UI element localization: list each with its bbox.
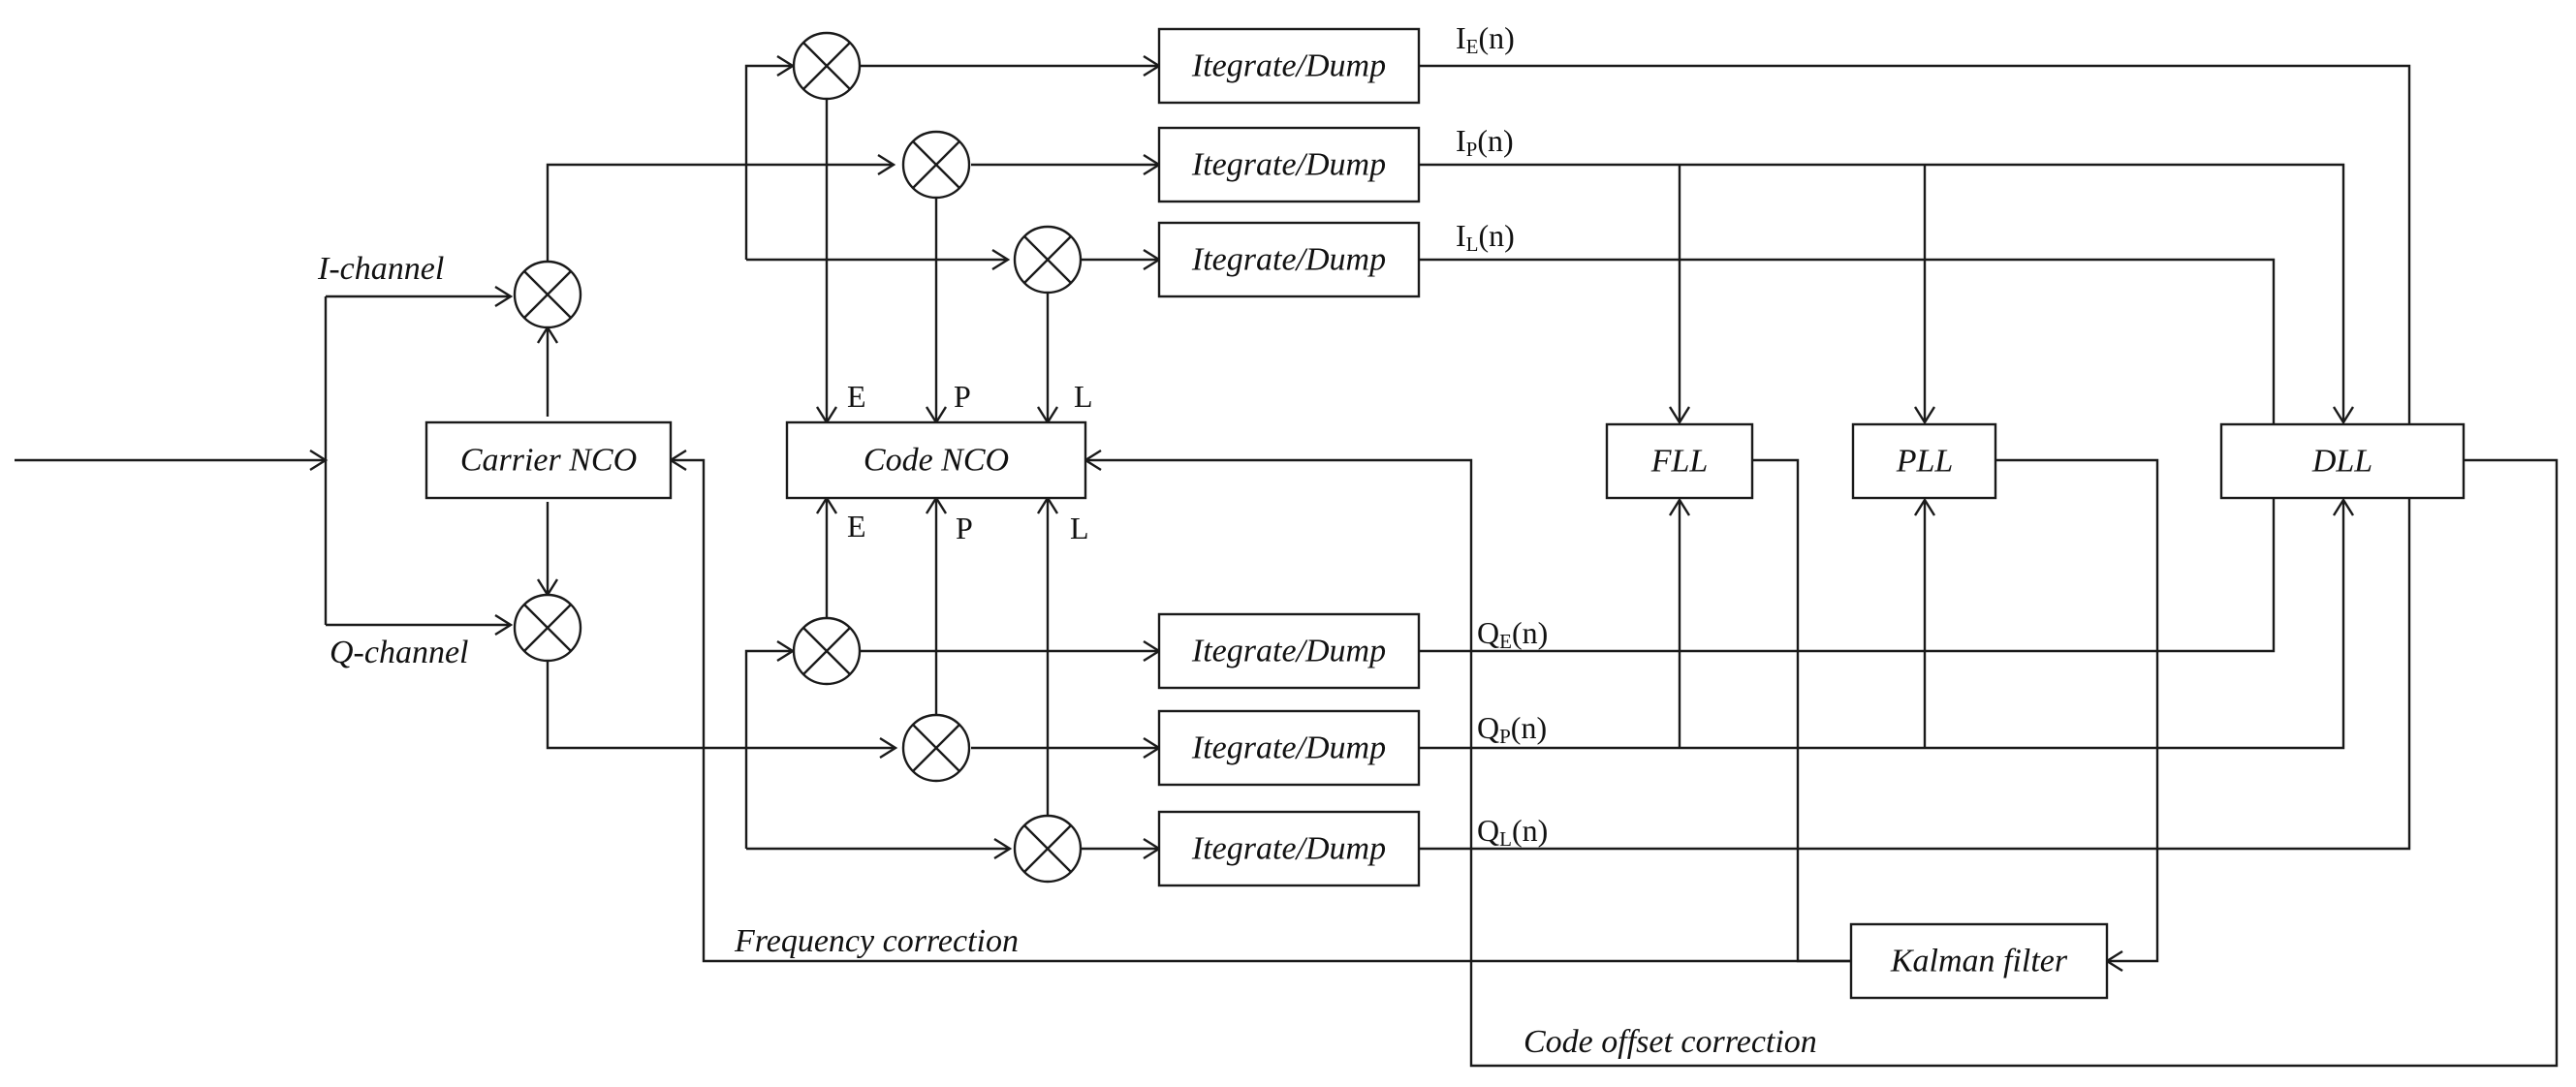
code-tap-l-lower-label: L [1070,511,1089,545]
ql-output-label: QL(n) [1477,813,1548,851]
code-tap-e-lower-label: E [847,509,866,544]
arrow-ip-dll [2332,406,2355,425]
code-offset-correction-line [1085,458,2559,1068]
code-tap-p-upper-label: P [954,379,971,414]
q-early-bus [744,649,793,849]
arrow-i-prompt [877,153,896,176]
ie-mixer [792,31,862,101]
qp-output-line [1419,500,2345,750]
code-tap-p-lower-label: P [956,511,973,545]
qp-integrate-dump-box [1157,709,1421,787]
i-early-bus [744,64,793,260]
il-integrate-dump-label: Itegrate/Dump [1191,242,1386,278]
arrow-qp-fll [1668,497,1691,516]
arrow-i-feed [494,285,514,308]
ql-integrate-dump-box [1157,810,1421,887]
arrow-q-late [993,837,1013,860]
qe-output-line [1419,498,2276,653]
q-mixer [513,593,582,663]
ip-output-label: IP(n) [1456,123,1514,161]
ie-integrate-dump-box [1157,27,1421,105]
code-nco-label: Code NCO [864,443,1009,479]
dll-box [2219,422,2466,500]
ip-mixer [901,130,971,200]
i-output-bus [546,163,894,262]
kalman-filter-box [1849,922,2109,1000]
code-nco-box [785,420,1087,500]
ie-output-line [1419,64,2411,424]
arrow-ip-pll [1913,406,1936,425]
pll-to-kalman [1995,458,2159,963]
il-mixer [1013,225,1083,295]
code-tap-l-upper-label: L [1074,379,1093,414]
pll-box [1851,422,1997,500]
arrow-input [309,449,329,472]
q-channel-label: Q-channel [330,635,469,670]
frequency-correction-line [671,458,1851,963]
ip-integrate-dump-label: Itegrate/Dump [1191,147,1386,183]
labels: I-channel Q-channel E P L E P L IE(n) IP… [317,20,1817,1060]
il-output-label: IL(n) [1456,218,1515,256]
qe-mixer [792,616,862,686]
ql-output-line [1419,498,2411,851]
arrow-qp-pll [1913,497,1936,516]
qp-integrate-dump-label: Itegrate/Dump [1191,730,1386,766]
qe-output-label: QE(n) [1477,615,1548,653]
ie-integrate-dump-label: Itegrate/Dump [1191,48,1386,84]
mixers [513,31,1083,884]
qe-integrate-dump-box [1157,612,1421,690]
arrow-q-feed [494,613,514,637]
wires [15,64,2559,1068]
arrow-i-late [991,248,1011,271]
code-tap-e-upper-label: E [847,379,866,414]
arrow-qp-dll [2332,497,2355,516]
pll-label: PLL [1896,444,1954,480]
code-offset-correction-label: Code offset correction [1524,1024,1817,1060]
fll-label: FLL [1650,444,1709,480]
ip-integrate-dump-box [1157,126,1421,203]
fll-box [1605,422,1754,500]
qp-mixer [901,713,971,783]
i-mixer [513,260,582,329]
il-output-line [1419,258,2276,424]
kalman-filter-label: Kalman filter [1890,944,2068,979]
il-integrate-dump-box [1157,221,1421,298]
qp-output-label: QP(n) [1477,710,1547,748]
dll-label: DLL [2311,444,2372,480]
arrow-ip-fll [1668,406,1691,425]
frequency-correction-label: Frequency correction [734,923,1019,959]
q-output-bus [546,661,895,750]
ip-output-line [1419,163,2345,422]
ql-mixer [1013,814,1083,884]
i-channel-label: I-channel [317,251,444,287]
fll-to-kalman [1752,458,1851,963]
blocks: Carrier NCO Code NCO Itegrate/Dump Itegr… [424,27,2466,1000]
ie-output-label: IE(n) [1456,20,1515,58]
arrow-q-prompt [879,736,898,760]
qe-integrate-dump-label: Itegrate/Dump [1191,634,1386,669]
ql-integrate-dump-label: Itegrate/Dump [1191,831,1386,867]
carrier-nco-label: Carrier NCO [460,443,637,479]
carrier-nco-box [424,420,673,500]
